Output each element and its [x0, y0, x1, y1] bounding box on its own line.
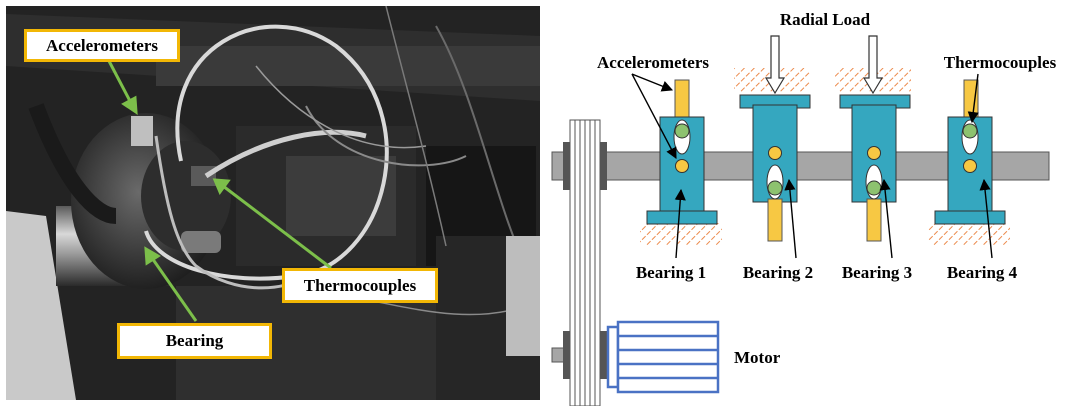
bearing-3	[839, 94, 911, 242]
accelerometer-leader-1	[631, 73, 674, 92]
upper-pulley-hub-left	[563, 142, 572, 190]
bearing-test-rig-schematic: Radial Load Accelerometers Thermocouples…	[548, 0, 1080, 406]
bearing-4	[934, 79, 1006, 225]
drive-belt	[569, 119, 601, 406]
test-rig-photo-drawing	[6, 6, 540, 400]
bearing-3-rod	[866, 198, 882, 242]
bearing-2-rod	[767, 198, 783, 242]
bearing-4-label: Bearing 4	[947, 263, 1018, 282]
motor	[606, 320, 720, 394]
bearing-2-leader	[784, 178, 797, 259]
bearing-3-leader	[879, 178, 893, 259]
accelerometers-label: Accelerometers	[597, 53, 709, 72]
bearing-3-thermocouple	[866, 180, 882, 196]
thermocouples-callout: Thermocouples	[282, 268, 438, 303]
bearing-4-thermocouple	[962, 123, 978, 139]
test-rig-photo	[6, 6, 540, 400]
bearing-1	[646, 79, 718, 225]
bearing-callout: Bearing	[117, 323, 272, 359]
radial-load-arrow-right	[862, 35, 884, 95]
accelerometer-leader-2	[631, 73, 677, 159]
motor-label: Motor	[734, 348, 781, 367]
bearing-3-accelerometer	[867, 146, 881, 160]
lower-pulley-hub-right	[598, 331, 607, 379]
ground-hatches	[640, 68, 1010, 245]
bearing-1-rod	[674, 79, 690, 123]
leader-arrows	[631, 73, 993, 259]
photo-pointer-arrows	[107, 60, 332, 322]
bearing-3-label: Bearing 3	[842, 263, 912, 282]
bearing-2-label: Bearing 2	[743, 263, 813, 282]
bearing-1-accelerometer	[675, 159, 689, 173]
bearing-4-leader	[979, 178, 993, 259]
bearing-1-thermocouple	[674, 123, 690, 139]
radial-load-label: Radial Load	[780, 10, 871, 29]
bearing-4-accelerometer	[963, 159, 977, 173]
bearing-2-thermocouple	[767, 180, 783, 196]
radial-load-arrows	[764, 35, 884, 95]
bearing-2	[739, 94, 811, 242]
upper-pulley-hub-right	[598, 142, 607, 190]
bearing-2-accelerometer	[768, 146, 782, 160]
thermocouple-leader	[967, 73, 979, 124]
bearing-1-label: Bearing 1	[636, 263, 706, 282]
radial-load-arrow-left	[764, 35, 786, 95]
schematic-drawing: Radial Load Accelerometers Thermocouples…	[551, 10, 1057, 406]
bearing-1-base	[646, 210, 718, 225]
lower-pulley-hub-left	[563, 331, 572, 379]
bearing-4-base	[934, 210, 1006, 225]
thermocouples-label: Thermocouples	[944, 53, 1057, 72]
accelerometers-callout: Accelerometers	[24, 29, 180, 62]
bearing-1-leader	[674, 188, 686, 259]
